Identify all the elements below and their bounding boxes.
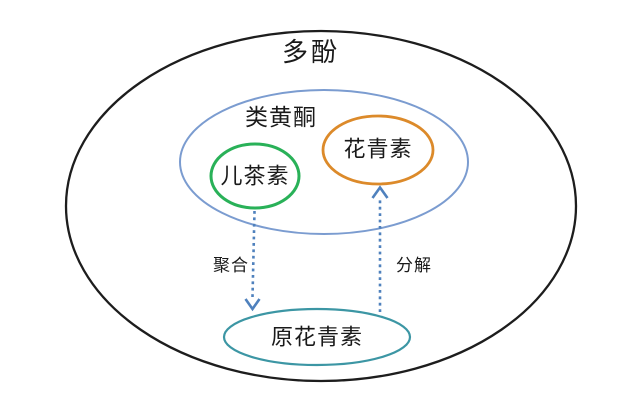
polymerization-label: 聚合	[213, 256, 249, 276]
catechin-label: 儿茶素	[220, 165, 289, 190]
proanthocyanidin-ellipse	[222, 307, 412, 367]
decomposition-arrow	[371, 185, 389, 312]
flavonoid-label: 类黄酮	[245, 105, 317, 131]
decomposition-arrowhead-icon	[371, 185, 389, 199]
polymerization-arrow-line	[251, 210, 256, 298]
anthocyanin-label: 花青素	[343, 138, 412, 163]
polyphenol-label: 多酚	[282, 38, 340, 68]
decomposition-label: 分解	[396, 256, 432, 276]
polyphenol-outer-ellipse	[64, 29, 578, 383]
flavonoid-ellipse	[179, 89, 469, 235]
polymerization-arrow	[244, 210, 261, 312]
proanthocyanidin-label: 原花青素	[271, 326, 363, 351]
anthocyanin-ellipse	[321, 114, 435, 186]
polymerization-arrowhead-icon	[244, 298, 261, 312]
catechin-circle	[209, 142, 301, 210]
